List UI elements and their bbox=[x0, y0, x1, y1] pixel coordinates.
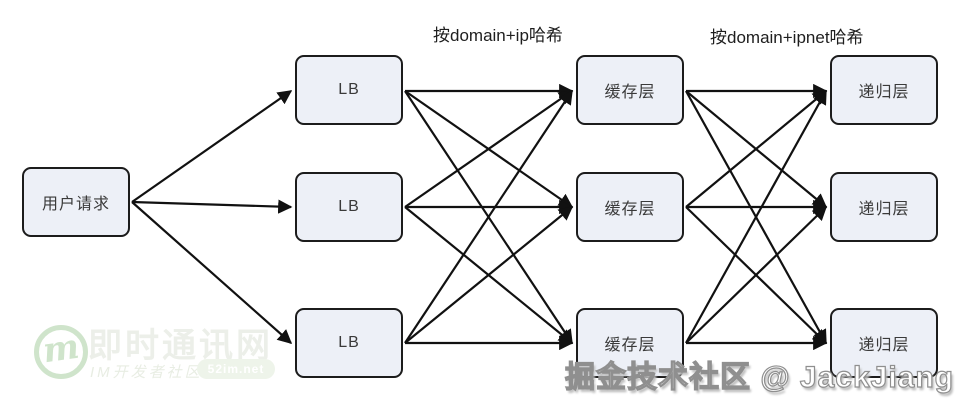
node-lb-1: LB bbox=[295, 55, 403, 125]
label-hash-domain-ip: 按domain+ip哈希 bbox=[433, 26, 563, 45]
node-lb-2-label: LB bbox=[338, 198, 360, 215]
node-cache-3-label: 缓存层 bbox=[604, 337, 656, 354]
node-user-request-label: 用户请求 bbox=[41, 196, 110, 213]
arrow-cache3-rec1 bbox=[685, 89, 827, 344]
watermark-site-badge: 52im.net bbox=[197, 359, 275, 379]
watermark-credit: 掘金技术社区 @ JackJiang bbox=[564, 360, 954, 394]
node-cache-1-label: 缓存层 bbox=[604, 84, 656, 101]
node-recursive-2-label: 递归层 bbox=[858, 201, 910, 218]
site-logo-monogram: m bbox=[40, 326, 82, 372]
node-recursive-3-label: 递归层 bbox=[858, 337, 910, 354]
node-lb-2: LB bbox=[295, 172, 403, 242]
edge-group-user-to-lb bbox=[131, 90, 293, 344]
arrow-lb2-cache1 bbox=[404, 90, 574, 208]
edge-group-lb-to-cache bbox=[404, 83, 574, 351]
watermark-site-tagline: IM开发者社区 bbox=[90, 364, 203, 381]
edge-group-cache-to-recursive bbox=[685, 83, 828, 351]
arrow-user-lb2 bbox=[131, 199, 293, 214]
node-cache-2-label: 缓存层 bbox=[604, 201, 656, 218]
node-cache-1: 缓存层 bbox=[576, 55, 684, 125]
node-lb-3: LB bbox=[295, 308, 403, 378]
arrow-user-lb3 bbox=[131, 201, 293, 344]
site-logo-icon: m bbox=[34, 325, 88, 379]
label-hash-domain-ipnet: 按domain+ipnet哈希 bbox=[710, 28, 864, 47]
node-recursive-3: 递归层 bbox=[830, 308, 938, 378]
arrow-cache3-rec2 bbox=[685, 206, 828, 344]
node-recursive-2: 递归层 bbox=[830, 172, 938, 242]
arrow-lb3-cache2 bbox=[404, 206, 574, 344]
node-cache-2: 缓存层 bbox=[576, 172, 684, 242]
arrow-lb3-cache1 bbox=[404, 89, 573, 344]
node-lb-1-label: LB bbox=[338, 81, 360, 98]
arrow-cache2-rec1 bbox=[685, 90, 828, 208]
node-recursive-1: 递归层 bbox=[830, 55, 938, 125]
watermark-site-name: 即时通讯网 bbox=[88, 327, 273, 365]
node-lb-3-label: LB bbox=[338, 334, 360, 351]
arrow-user-lb1 bbox=[131, 90, 293, 203]
node-cache-3: 缓存层 bbox=[576, 308, 684, 378]
node-user-request: 用户请求 bbox=[22, 167, 130, 237]
node-recursive-1-label: 递归层 bbox=[858, 84, 910, 101]
